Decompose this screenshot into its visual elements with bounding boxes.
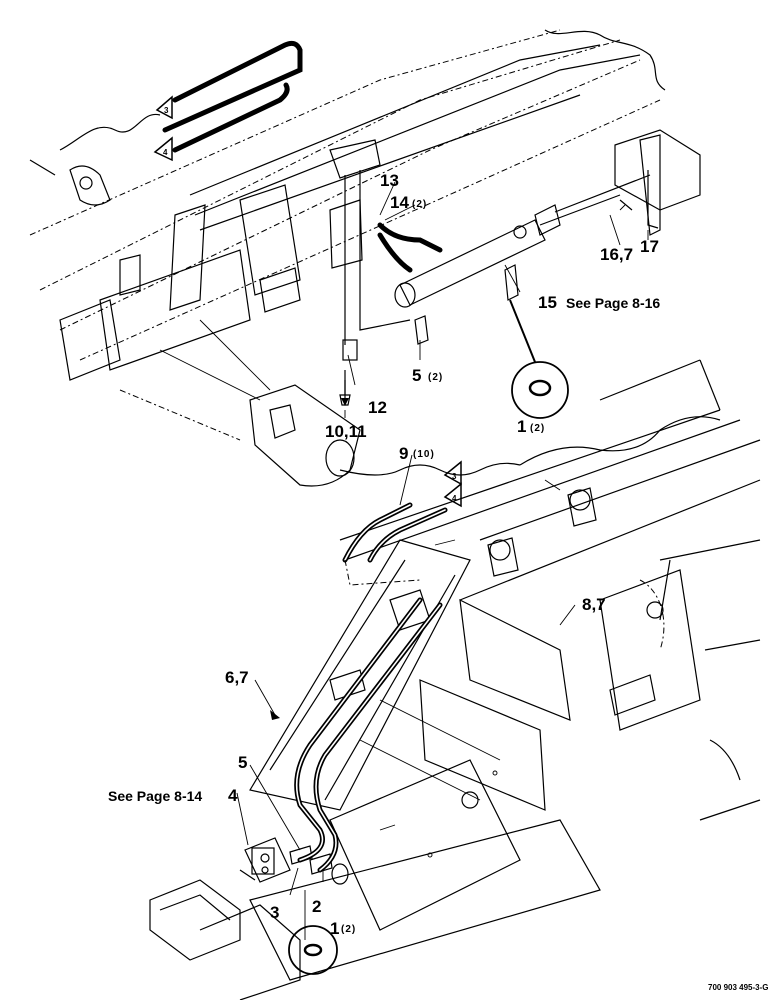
hose-tag-top-3: 3 [164,106,169,115]
callout-9-qty: (10) [413,449,435,460]
callout-2: 2 [312,897,321,916]
hose-tag-mid-3: 3 [452,472,457,481]
callout-5-top-qty: (2) [428,372,443,383]
callout-1-bottom: 1 [330,919,339,938]
hose-tag-top-4: 4 [163,148,168,157]
callout-5-top: 5 [412,366,421,385]
callout-1-bottom-qty: (2) [341,924,356,935]
callout-8-7: 8,7 [582,595,606,614]
callout-4-ref: See Page 8-14 [108,788,202,804]
callout-4: 4 [228,786,238,805]
drawing-number: 700 903 495-3-G [708,983,769,992]
callout-5-bottom: 5 [238,753,247,772]
hose-tag-labels: 3 4 3 4 [163,106,457,503]
callout-15: 15 [538,293,557,312]
callout-12: 12 [368,398,387,417]
callout-17: 17 [640,237,659,256]
callout-15-ref: See Page 8-16 [566,295,660,311]
hose-tag-mid-4: 4 [452,494,457,503]
callout-9: 9 [399,444,408,463]
callout-14: 14 [390,193,409,212]
callout-1-top: 1 [517,417,526,436]
callout-3: 3 [270,903,279,922]
callout-6-7: 6,7 [225,668,249,687]
callout-10-11: 10,11 [325,422,367,441]
callout-16-7: 16,7 [600,245,633,264]
lower-frame-assembly [149,359,761,1000]
callout-14-qty: (2) [412,199,427,210]
callout-13: 13 [380,171,399,190]
callout-labels: 13 14 (2) 16,7 17 15 See Page 8-16 5 (2)… [108,171,660,938]
upper-header-frame [29,29,701,487]
callout-1-top-qty: (2) [530,423,545,434]
